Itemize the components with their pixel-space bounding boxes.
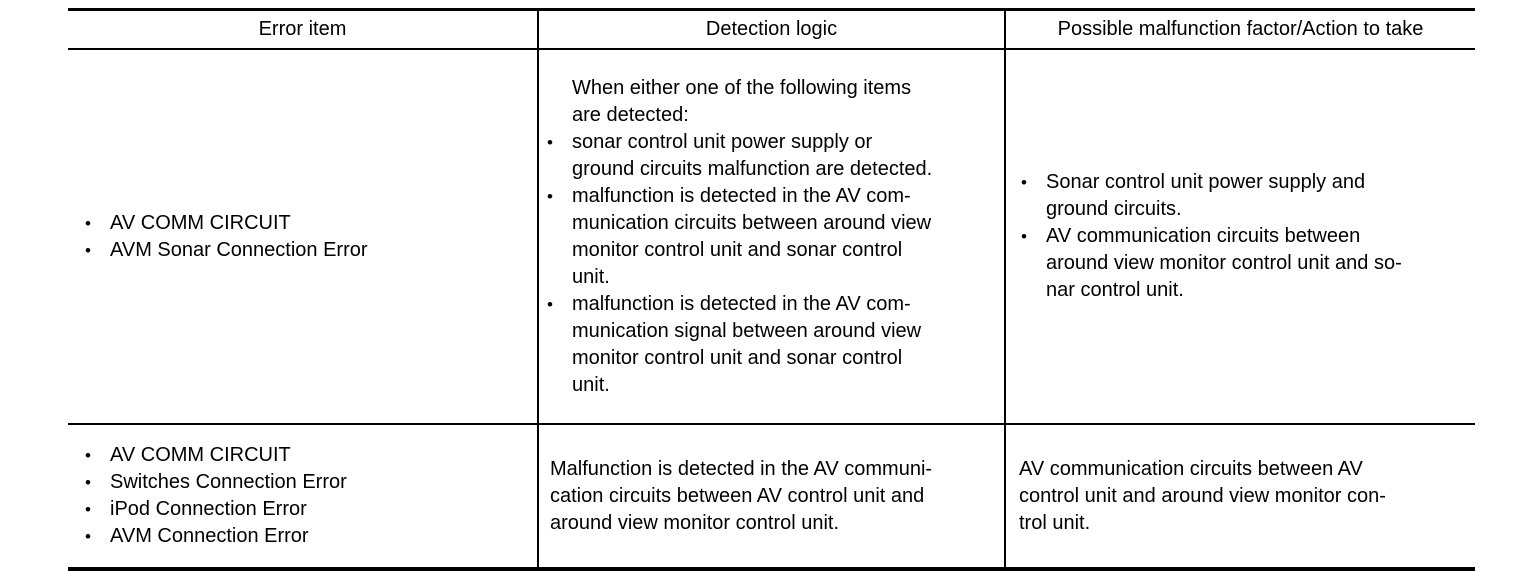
bullet-icon: • <box>85 473 91 492</box>
error-item-text: AVM Sonar Connection Error <box>110 238 368 261</box>
error-item-text: Switches Connection Error <box>110 471 347 493</box>
list-item: • AV communication circuits between arou… <box>1021 223 1484 304</box>
bullet-icon: • <box>547 294 553 314</box>
error-item-text: iPod Connection Error <box>110 498 307 520</box>
cell-malfunction-factor-1: • Sonar control unit power supply and gr… <box>1004 49 1475 425</box>
detection-item-text: malfunction is detected in the AV com- m… <box>572 292 922 396</box>
cell-error-item-1: • AV COMM CIRCUIT • AVM Sonar Connection… <box>68 49 538 425</box>
table-row: • AV COMM CIRCUIT • AVM Sonar Connection… <box>68 49 1475 425</box>
error-item-text: AV COMM CIRCUIT <box>110 444 291 466</box>
cell-error-item-2: • AV COMM CIRCUIT • Switches Connection … <box>68 424 538 569</box>
bullet-icon: • <box>85 527 91 546</box>
error-item-text: AV COMM CIRCUIT <box>110 211 291 234</box>
bullet-icon: • <box>85 446 91 465</box>
bullet-icon: • <box>1021 173 1027 192</box>
list-item: • AVM Sonar Connection Error <box>85 237 548 264</box>
bullet-icon: • <box>85 240 91 260</box>
table-row: • AV COMM CIRCUIT • Switches Connection … <box>68 424 1475 569</box>
cell-detection-logic-1: When either one of the following items a… <box>537 49 1006 425</box>
dtc-error-table-wrap: Error item Detection logic Possible malf… <box>68 8 1475 571</box>
list-item: • AV COMM CIRCUIT <box>85 210 548 237</box>
list-item: • Switches Connection Error <box>85 469 548 496</box>
factor-item-text: AV communication circuits between around… <box>1046 225 1402 301</box>
list-item: • malfunction is detected in the AV com-… <box>547 183 1006 291</box>
header-error-item: Error item <box>68 9 538 50</box>
bullet-icon: • <box>547 186 553 206</box>
bullet-icon: • <box>85 213 91 233</box>
header-malfunction-factor: Possible malfunction factor/Action to ta… <box>1004 9 1475 50</box>
bullet-icon: • <box>85 500 91 519</box>
header-row: Error item Detection logic Possible malf… <box>68 9 1475 50</box>
error-item-text: AVM Connection Error <box>110 525 309 547</box>
list-item: • Sonar control unit power supply and gr… <box>1021 169 1484 223</box>
list-item: • iPod Connection Error <box>85 496 548 523</box>
bullet-icon: • <box>1021 227 1027 246</box>
list-item: • AVM Connection Error <box>85 523 548 550</box>
header-detection-logic: Detection logic <box>537 9 1005 50</box>
detection-intro-text: When either one of the following items a… <box>572 76 912 126</box>
detection-text: Malfunction is detected in the AV commun… <box>550 457 933 534</box>
list-item: • AV COMM CIRCUIT <box>85 442 548 469</box>
list-item: • malfunction is detected in the AV com-… <box>547 291 1006 399</box>
list-item: • sonar control unit power supply or gro… <box>547 129 1006 183</box>
dtc-error-table: Error item Detection logic Possible malf… <box>68 8 1475 571</box>
bullet-icon: • <box>547 132 553 152</box>
cell-detection-logic-2: Malfunction is detected in the AV commun… <box>537 424 1005 569</box>
factor-item-text: Sonar control unit power supply and grou… <box>1046 171 1366 220</box>
detection-item-text: malfunction is detected in the AV com- m… <box>572 184 932 288</box>
cell-malfunction-factor-2: AV communication circuits between AV con… <box>1004 424 1475 569</box>
factor-text: AV communication circuits between AV con… <box>1019 457 1386 534</box>
detection-item-text: sonar control unit power supply or groun… <box>572 130 933 180</box>
